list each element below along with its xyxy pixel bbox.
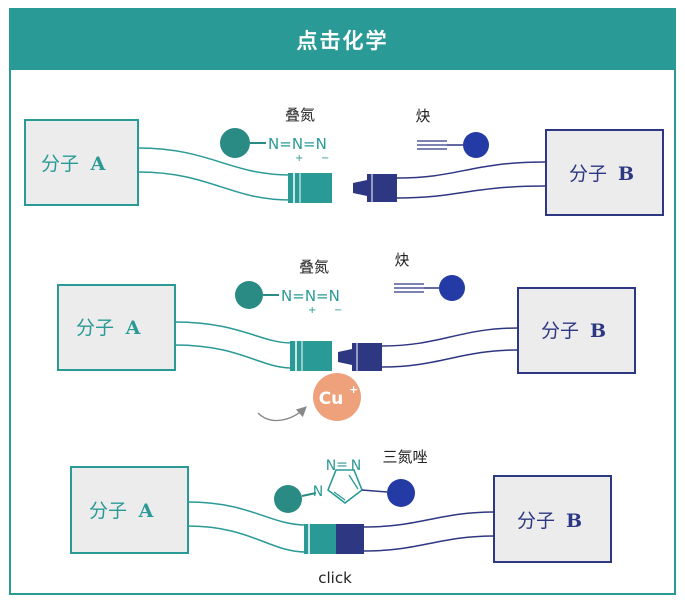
triazole-label: 三氮唑	[382, 448, 427, 466]
catalyst-arrow	[257, 406, 307, 422]
copper-label: Cu	[319, 389, 344, 409]
molecule-a-box	[57, 284, 176, 371]
triazole-eq: =	[336, 457, 348, 473]
triazole-n2: N	[326, 458, 336, 474]
azide-connector	[290, 341, 332, 371]
molecule-b-box	[493, 475, 612, 563]
molecule-b-label: 分子	[569, 163, 607, 185]
alkyne-ball	[463, 132, 489, 158]
azide-formula: N=N=N	[268, 135, 327, 153]
triazole-n3: N	[351, 458, 361, 474]
tube-a-bottom	[174, 344, 293, 369]
tube-b-bottom	[381, 349, 519, 368]
azide-plus: +	[295, 153, 303, 164]
azide-formula: N=N=N	[281, 287, 340, 305]
tube-a-top	[137, 147, 291, 176]
tube-b-bottom	[363, 535, 495, 552]
azide-plus: +	[308, 305, 316, 316]
alkyne-ball	[439, 275, 465, 301]
tube-b-top	[396, 161, 547, 179]
molecule-b-box	[517, 287, 636, 374]
molecule-a-label: 分子	[41, 153, 79, 175]
molecule-b-letter: B	[590, 320, 606, 342]
tube-b-top	[363, 511, 495, 528]
row-3-clicked: 分子 A 分子 B N N = N 三氮唑 click	[70, 448, 612, 587]
molecule-b-label: 分子	[541, 320, 579, 342]
molecule-b-letter: B	[618, 163, 634, 185]
azide-minus: −	[321, 153, 329, 164]
molecule-a-box	[70, 466, 189, 554]
triazole-connector-b	[336, 524, 364, 554]
alkyne-ball	[387, 479, 415, 507]
page-title: 点击化学	[296, 29, 389, 53]
molecule-b-box	[545, 129, 664, 216]
tube-a-top	[187, 501, 307, 526]
azide-ball	[274, 485, 302, 513]
azide-ball	[235, 281, 263, 309]
tube-b-bottom	[396, 185, 547, 199]
alkyne-label: 炔	[415, 107, 430, 125]
triazole-ring	[327, 469, 363, 505]
azide-ball	[220, 128, 250, 158]
title-bar: 点击化学	[11, 10, 674, 70]
click-label: click	[318, 569, 352, 587]
tube-b-top	[381, 327, 519, 347]
molecule-a-letter: A	[138, 500, 154, 522]
molecule-b-letter: B	[566, 510, 582, 532]
triazole-n1: N	[313, 484, 323, 500]
copper-charge: +	[349, 383, 358, 396]
azide-label: 叠氮	[285, 106, 315, 124]
azide-connector	[288, 173, 332, 203]
molecule-a-box	[24, 119, 139, 206]
molecule-a-letter: A	[125, 317, 141, 339]
tube-a-top	[174, 321, 293, 344]
tube-a-bottom	[187, 525, 307, 553]
alkyne-label: 炔	[394, 251, 409, 269]
molecule-a-label: 分子	[89, 500, 127, 522]
copper-catalyst	[313, 373, 361, 421]
row-1-separate: 分子 A N=N=N + − 叠氮 炔 分子 B	[24, 106, 664, 216]
molecule-a-label: 分子	[76, 317, 114, 339]
tube-a-bottom	[137, 171, 291, 201]
azide-label: 叠氮	[299, 258, 329, 276]
row-2-catalysis: 分子 A N=N=N + − 叠氮 炔 分子 B Cu +	[57, 251, 636, 422]
molecule-b-label: 分子	[517, 510, 555, 532]
molecule-a-letter: A	[90, 153, 106, 175]
azide-minus: −	[334, 305, 342, 316]
